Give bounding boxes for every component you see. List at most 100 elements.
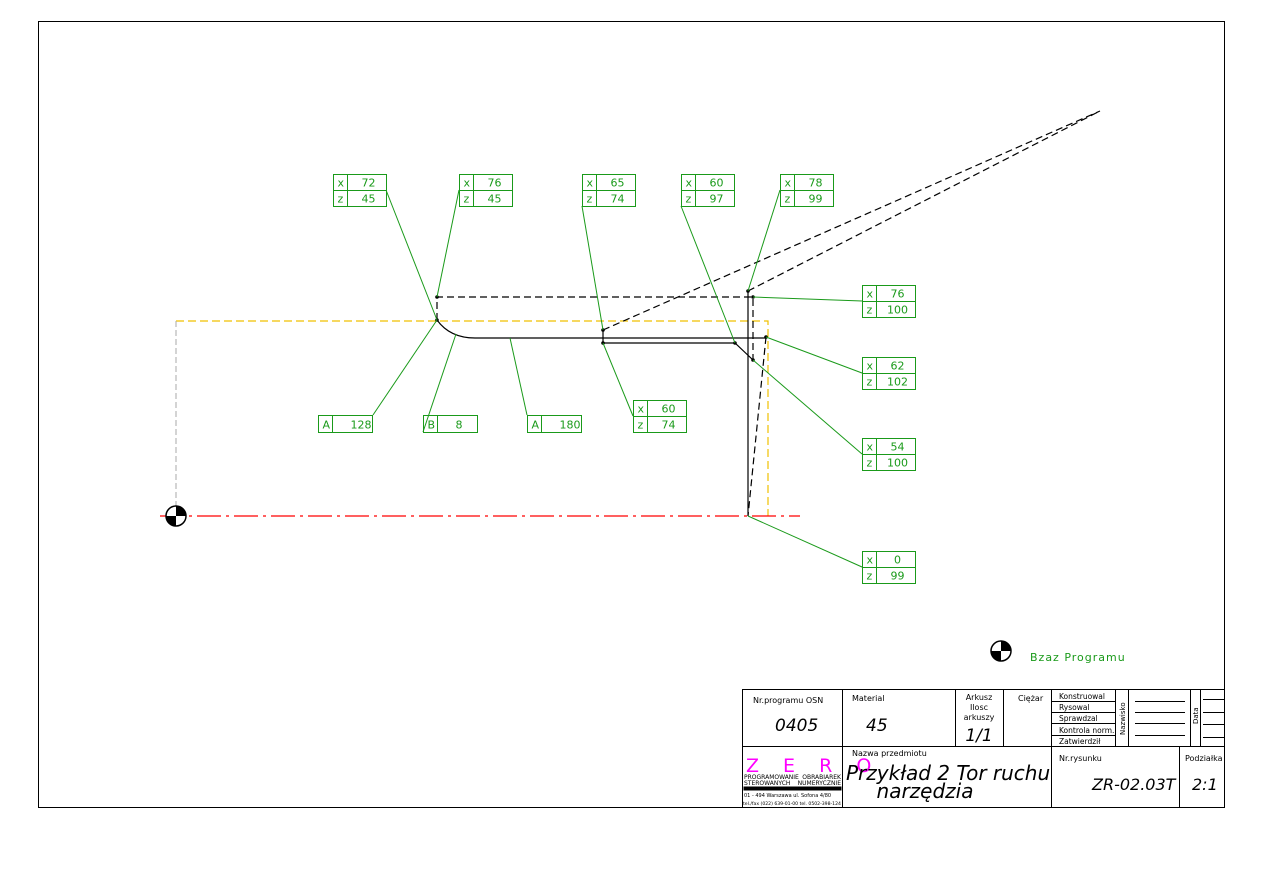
coordinate-callout: xz 78 99	[747, 174, 834, 292]
leader-line	[509, 337, 528, 416]
x-value: 65	[611, 177, 625, 190]
leader-line	[602, 342, 634, 417]
z-value: 99	[891, 570, 905, 583]
x-axis-label: x	[686, 177, 693, 190]
leader-line	[765, 336, 863, 374]
item-name-label: Nazwa przedmiotu	[852, 749, 927, 758]
coordinate-callout: xz 76 45	[436, 174, 513, 298]
z-value: 45	[362, 193, 376, 206]
leader-line	[581, 205, 604, 331]
x-axis-label: x	[867, 554, 874, 567]
role-1: Rysowal	[1059, 703, 1090, 712]
segment-box	[318, 415, 373, 433]
x-axis-label: x	[587, 177, 594, 190]
z-value: 100	[887, 457, 908, 470]
x-value: 76	[891, 288, 905, 301]
program-number-value: 0405	[775, 716, 818, 736]
date-label: Data	[1192, 707, 1200, 724]
leader-line	[680, 205, 736, 344]
segment-box	[527, 415, 582, 433]
role-4: Zatwierdził	[1059, 737, 1101, 746]
x-value: 72	[362, 177, 376, 190]
x-value: 78	[809, 177, 823, 190]
x-axis-label: x	[785, 177, 792, 190]
z-axis-label: z	[785, 193, 791, 206]
z-value: 45	[488, 193, 502, 206]
segment-type: B	[428, 419, 436, 432]
drawing-number-value: ZR-02.03T	[1091, 775, 1177, 794]
company-phone: tel./fax (022) 639-01-00 tel. 0502-398-1…	[743, 801, 841, 807]
leader-line	[747, 189, 781, 292]
weight-label: Ciężar	[1018, 694, 1044, 703]
item-name-line2: narzędzia	[877, 779, 974, 803]
z-axis-label: z	[638, 419, 644, 432]
title-block	[742, 689, 1225, 808]
part-contour	[436, 291, 766, 516]
segment-callout: A 180	[509, 337, 582, 433]
coordinate-callout: xz 60 97	[680, 174, 736, 344]
material-label: Material	[852, 694, 885, 703]
coordinate-callout: xz 0 99	[747, 515, 916, 584]
z-value: 74	[611, 193, 625, 206]
role-3: Kontrola norm.	[1059, 726, 1114, 735]
drawing-border	[38, 21, 1225, 808]
x-value: 76	[488, 177, 502, 190]
sheet-value: 1/1	[965, 726, 992, 746]
company-line2b: NUMERYCZNIE	[798, 780, 842, 787]
segment-type: A	[323, 419, 331, 432]
x-value: 0	[894, 554, 901, 567]
leader-line	[752, 296, 863, 302]
segment-value: 128	[351, 419, 372, 432]
z-axis-label: z	[867, 376, 873, 389]
x-axis-label: x	[464, 177, 471, 190]
z-value: 97	[710, 193, 724, 206]
x-axis-label: x	[867, 360, 874, 373]
coordinate-callout: xz 76 100	[752, 285, 916, 318]
program-number-label: Nr.programu OSN	[753, 696, 823, 705]
legend-origin-icon	[990, 640, 1012, 662]
x-axis-label: x	[867, 288, 874, 301]
z-axis-label: z	[867, 570, 873, 583]
program-origin-icon	[165, 505, 187, 527]
x-value: 54	[891, 441, 905, 454]
leader-line	[422, 333, 457, 433]
material-value: 45	[866, 716, 888, 736]
z-axis-label: z	[464, 193, 470, 206]
segment-box	[423, 415, 478, 433]
x-axis-label: x	[338, 177, 345, 190]
segment-type: A	[532, 419, 540, 432]
segment-value: 8	[456, 419, 463, 432]
z-axis-label: z	[686, 193, 692, 206]
leader-line	[372, 319, 438, 416]
leader-line	[752, 359, 863, 455]
x-value: 60	[710, 177, 724, 190]
x-value: 62	[891, 360, 905, 373]
sheet-label-2: Ilosc	[970, 703, 988, 712]
z-axis-label: z	[867, 304, 873, 317]
company-line1b: OBRABIAREK	[802, 774, 842, 781]
z-value: 99	[809, 193, 823, 206]
leader-line	[436, 189, 460, 298]
sheet-label-1: Arkusz	[966, 693, 993, 702]
sheet-label-3: arkuszy	[964, 713, 995, 722]
title-block-text: Nr.programu OSN 0405 Material 45 Arkusz …	[743, 692, 1223, 807]
role-0: Konstruowal	[1059, 692, 1105, 701]
x-value: 60	[662, 403, 676, 416]
scale-label: Podziałka	[1185, 754, 1223, 763]
z-value: 100	[887, 304, 908, 317]
company-line1a: PROGRAMOWANIE	[744, 774, 799, 781]
surname-label: Nazwisko	[1119, 702, 1127, 735]
company-line2a: STEROWANYCH	[744, 780, 790, 787]
z-value: 74	[662, 419, 676, 432]
leader-line	[747, 515, 863, 568]
z-axis-label: z	[867, 457, 873, 470]
stock-outline	[176, 320, 769, 516]
segment-callout: A 128	[318, 319, 438, 433]
segment-value: 180	[560, 419, 581, 432]
